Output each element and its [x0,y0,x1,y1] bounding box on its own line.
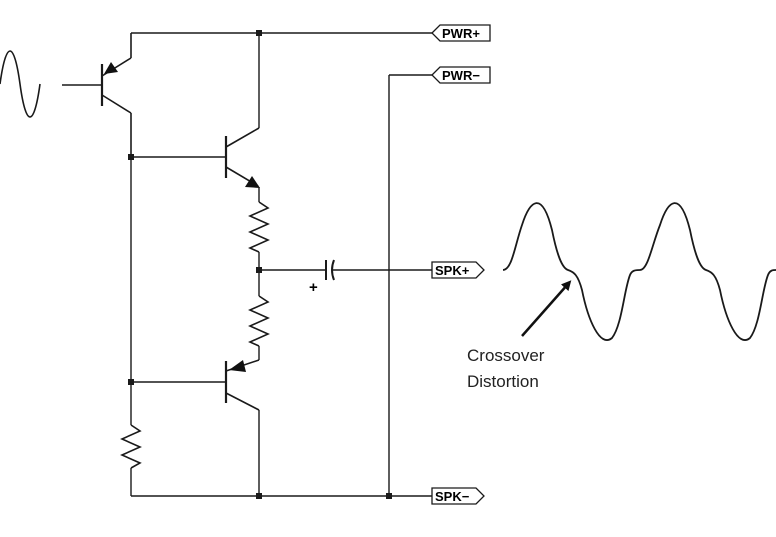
emitter-resistor-lower [248,295,270,347]
port-pwr-minus: PWR− [431,66,491,84]
port-spk-plus: SPK+ [431,261,485,279]
emitter-resistor-upper [248,201,270,253]
capacitor-polarity-mark: + [309,279,318,296]
annotation-arrow [521,280,572,337]
port-spk-plus-label: SPK+ [435,263,470,278]
driver-transistor-q1 [62,33,132,157]
output-transistor-q2-npn [131,33,260,188]
port-pwr-minus-label: PWR− [442,68,480,83]
input-sine-wave [0,50,41,118]
annotation-line-2: Distortion [467,372,539,391]
emitter-arrow-q2 [245,176,260,188]
annotation-line-1: Crossover [467,346,545,365]
bias-resistor [120,424,142,469]
distorted-output-waveform [502,202,776,341]
emitter-arrow-q1 [104,62,118,74]
port-pwr-plus: PWR+ [431,24,491,42]
port-spk-minus: SPK− [431,487,485,505]
output-transistor-q3-pnp [131,359,260,496]
port-spk-minus-label: SPK− [435,489,470,504]
emitter-arrow-q3 [229,360,246,372]
port-pwr-plus-label: PWR+ [442,26,480,41]
junction-dots [128,30,392,499]
